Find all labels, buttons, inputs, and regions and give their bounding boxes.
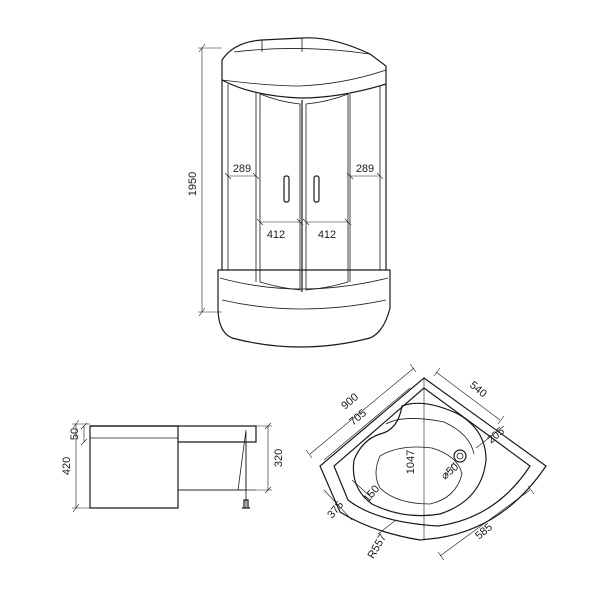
front-depth-label: 585	[473, 521, 495, 542]
tray-top-rim	[90, 425, 257, 443]
side-a-label: 540	[467, 379, 489, 400]
right-panel-dimension	[346, 172, 384, 180]
apron-height-dimension	[256, 422, 272, 494]
tray-outline	[319, 377, 547, 541]
roof-inner-line	[221, 69, 387, 87]
plan-view: 900 705 540 205 1047 ⌀50 150 375 585 R55…	[305, 363, 547, 561]
drain-leader	[445, 461, 455, 477]
right-door-label: 412	[318, 229, 336, 241]
tray-lower-line	[221, 299, 387, 310]
basin-outline	[352, 402, 487, 517]
tray-height-label: 420	[61, 457, 73, 475]
seat-depth-label: 375	[325, 499, 346, 521]
left-door	[259, 93, 301, 291]
seat-ledge	[385, 418, 475, 455]
tray-rim-line	[219, 277, 389, 290]
rim-label: 50	[69, 428, 81, 440]
left-panel-frame	[227, 84, 257, 282]
side-b-label: 205	[485, 425, 507, 446]
seat-offset-dimension	[351, 479, 373, 499]
side-view: 420 50 320	[61, 419, 285, 513]
roof-cross-line	[233, 48, 371, 55]
front-depth-dimension	[437, 485, 535, 561]
height-label: 1950	[187, 172, 199, 196]
rim-dimension	[80, 422, 88, 446]
right-door-handle[interactable]	[313, 175, 320, 203]
width-dimension	[305, 363, 417, 459]
tray-basin-wall	[178, 441, 247, 491]
left-door-handle[interactable]	[283, 175, 290, 203]
diagonal-label: 1047	[405, 450, 417, 474]
radius-label: R557	[366, 532, 390, 561]
tray-inner-outline	[333, 387, 531, 527]
support-leg-brace	[237, 429, 247, 508]
left-panel-label: 289	[233, 163, 251, 175]
drain-center	[456, 452, 464, 460]
left-door-label: 412	[267, 229, 285, 241]
left-panel-dimension	[224, 172, 260, 180]
radius-leader	[377, 519, 397, 535]
left-door-dimension	[256, 218, 304, 226]
height-dimension-line	[198, 43, 222, 317]
front-view: 1950 289 289 412 412	[187, 37, 391, 348]
side-a-dimension	[433, 367, 505, 425]
roof-top-line	[261, 38, 303, 52]
seat-depth-dimension	[323, 489, 353, 521]
drain-outlet	[453, 449, 467, 463]
tray-height-dimension	[72, 419, 90, 513]
adjustable-foot	[242, 499, 250, 509]
right-door	[305, 93, 349, 291]
cabin-roof	[221, 37, 387, 99]
shower-tray-front	[217, 269, 391, 348]
basin-floor	[375, 446, 463, 505]
right-panel-label: 289	[356, 163, 374, 175]
right-door-dimension	[302, 218, 352, 226]
side-b-dimension	[475, 425, 505, 449]
inner-width-dimension	[323, 387, 411, 461]
apron-height-label: 320	[273, 449, 285, 467]
right-panel-frame	[349, 86, 381, 282]
